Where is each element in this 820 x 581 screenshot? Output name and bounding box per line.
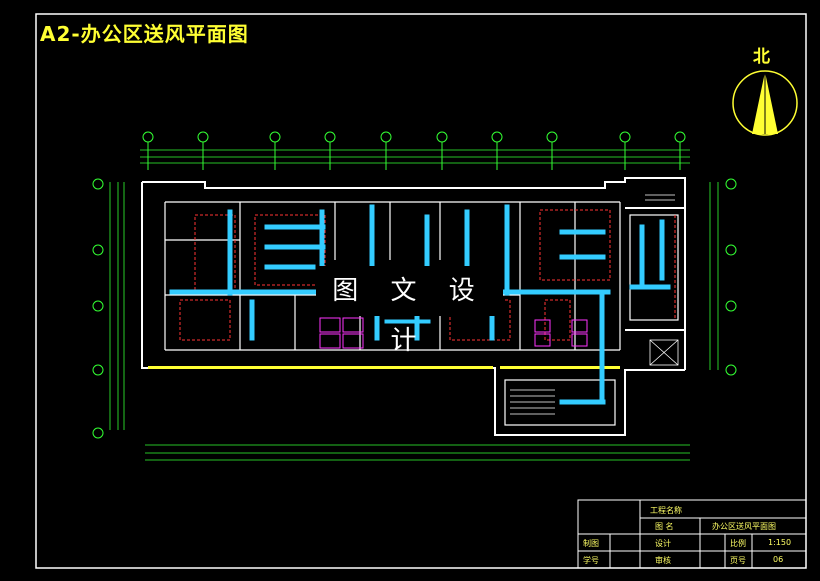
title-block-frame bbox=[577, 499, 807, 569]
axis-bubble-left bbox=[92, 364, 104, 376]
axis-bubble-right bbox=[725, 300, 737, 312]
scale-label: 比例 bbox=[730, 539, 746, 548]
axis-bubble-right bbox=[725, 364, 737, 376]
axis-bubble-top bbox=[380, 131, 392, 143]
scale-value: 1:150 bbox=[768, 538, 792, 547]
bottom-dimension-lines bbox=[145, 444, 690, 461]
checker-label: 审核 bbox=[655, 556, 671, 565]
axis-bubble-top bbox=[619, 131, 631, 143]
north-label: 北 bbox=[753, 47, 770, 67]
north-arrow bbox=[732, 70, 798, 136]
drawing-title: A2-办公区送风平面图 bbox=[40, 22, 249, 46]
sheet-label: 页号 bbox=[730, 556, 746, 565]
axis-bubble-top bbox=[197, 131, 209, 143]
axis-bubble-left bbox=[92, 178, 104, 190]
axis-bubble-right bbox=[725, 178, 737, 190]
axis-bubble-top bbox=[546, 131, 558, 143]
axis-bubble-top bbox=[142, 131, 154, 143]
side-dimension-lines bbox=[109, 182, 719, 430]
drawing-name-value: 办公区送风平面图 bbox=[712, 522, 776, 531]
building-walls bbox=[141, 177, 686, 436]
project-name-label: 工程名称 bbox=[650, 506, 682, 515]
drafter-label: 制图 bbox=[583, 539, 599, 548]
student-id-label: 学号 bbox=[583, 556, 599, 565]
designer-label: 设计 bbox=[655, 539, 671, 548]
watermark-label: 图 文 设 计 bbox=[316, 266, 503, 356]
equipment-units bbox=[319, 317, 588, 349]
axis-bubble-top bbox=[436, 131, 448, 143]
axis-bubble-left bbox=[92, 427, 104, 439]
stairs bbox=[510, 194, 679, 415]
sheet-frame bbox=[35, 13, 807, 569]
axis-bubble-top bbox=[269, 131, 281, 143]
axis-bubble-top bbox=[491, 131, 503, 143]
axis-bubble-left bbox=[92, 300, 104, 312]
sheet-value: 06 bbox=[773, 555, 784, 564]
top-dimension-lines bbox=[140, 149, 690, 164]
axis-bubble-top bbox=[324, 131, 336, 143]
axis-bubble-top bbox=[674, 131, 686, 143]
grid-axis-bubbles bbox=[92, 131, 737, 439]
drawing-name-label: 图 名 bbox=[655, 522, 674, 531]
axis-bubble-left bbox=[92, 244, 104, 256]
axis-bubble-right bbox=[725, 244, 737, 256]
